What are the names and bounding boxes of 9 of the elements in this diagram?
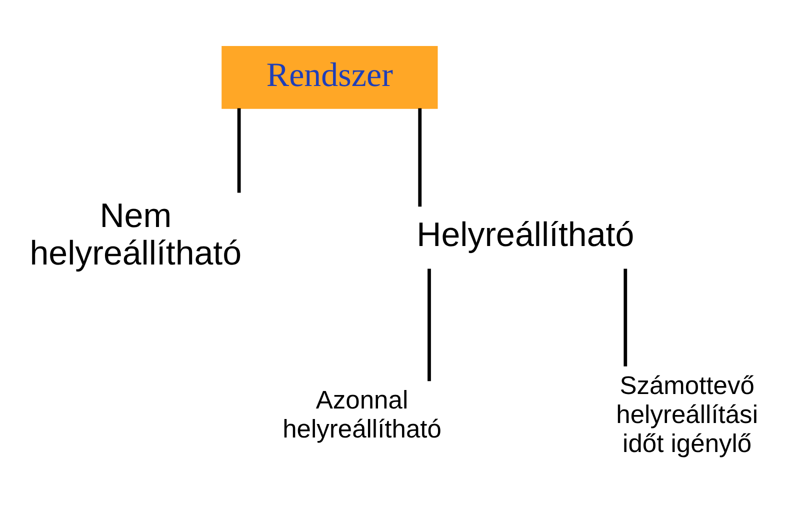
- node-box: Rendszer: [222, 45, 438, 108]
- connector: [624, 268, 628, 366]
- connector: [237, 108, 241, 192]
- node-text: Azonnal helyreállítható: [282, 386, 442, 443]
- connector: [428, 268, 431, 381]
- node-text: Nem helyreállítható: [30, 196, 242, 272]
- connector: [418, 108, 422, 206]
- node-text: Helyreállítható: [416, 215, 634, 254]
- node-text: Számottevő helyreállítási időt igénylő: [616, 372, 758, 458]
